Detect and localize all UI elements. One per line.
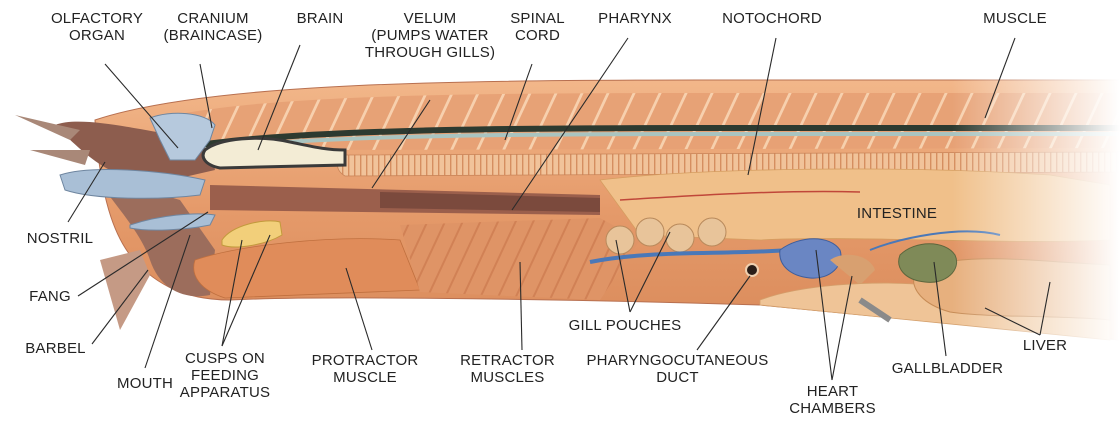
label-nostril: NOSTRIL (20, 230, 100, 247)
label-gallbladder: GALLBLADDER (870, 360, 1025, 377)
label-gill-pouches: GILL POUCHES (550, 317, 700, 334)
label-pharynx: PHARYNX (590, 10, 680, 27)
label-brain: BRAIN (285, 10, 355, 27)
label-intestine: INTESTINE (842, 205, 952, 222)
label-barbel: BARBEL (18, 340, 93, 357)
label-notochord: NOTOCHORD (712, 10, 832, 27)
label-cranium: CRANIUM(BRAINCASE) (158, 10, 268, 44)
label-liver: LIVER (1010, 337, 1080, 354)
label-fang: FANG (20, 288, 80, 305)
label-muscle: MUSCLE (970, 10, 1060, 27)
